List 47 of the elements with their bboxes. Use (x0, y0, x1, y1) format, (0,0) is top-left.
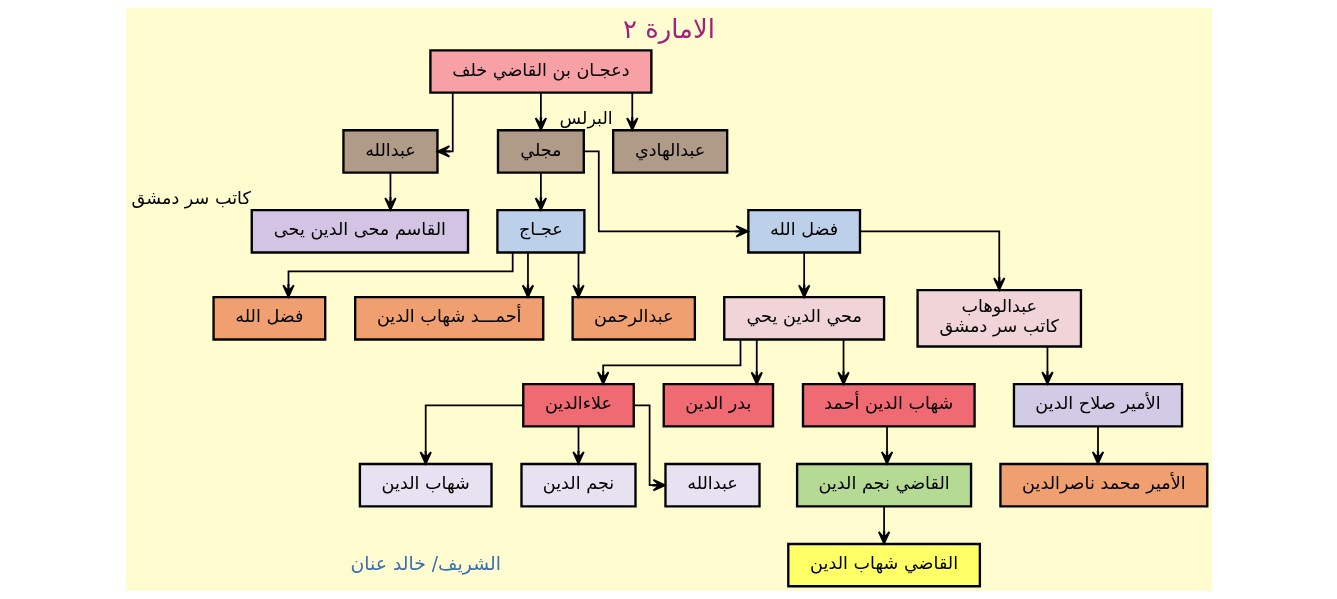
arrow (521, 251, 534, 298)
node-box: شهاب الدين أحمد (801, 382, 976, 428)
node-box: فضل الله (211, 295, 326, 341)
arrow (534, 92, 547, 131)
node-box: القاسم محى الدين يحى (250, 209, 469, 254)
arrow (877, 505, 890, 545)
node-box: بدر الدين (662, 382, 774, 428)
arrow (383, 171, 397, 211)
arrow (880, 425, 893, 465)
arrow (797, 251, 810, 298)
arrow (571, 425, 585, 465)
node-box: عبدالوهاب كاتب سر دمشق (915, 288, 1082, 348)
node-box: مجلي (496, 129, 585, 174)
node-label: البرلس (559, 108, 613, 129)
arrow (1040, 345, 1054, 385)
node-box: دعجـان بن القاضي خلف (428, 49, 653, 94)
node-box: القاضي شهاب الدين (786, 542, 981, 588)
arrow (582, 150, 749, 238)
arrow (750, 338, 763, 385)
arrow (419, 404, 524, 465)
arrow (632, 404, 666, 492)
node-box: محي الدين يحي (722, 295, 885, 341)
node-box: عبدالرحمن (570, 295, 696, 341)
arrow (858, 230, 1005, 291)
arrow (836, 338, 850, 385)
node-box: علاءالدين (521, 382, 635, 428)
arrow (1091, 425, 1104, 465)
node-box: شهاب الدين (358, 462, 493, 508)
arrow (571, 251, 585, 298)
label: الشريف/ خالد عنان (350, 552, 501, 574)
node-box: نجم الدين (519, 462, 637, 508)
node-box: الأمير محمد ناصرالدين (998, 462, 1208, 508)
node-label: كاتب سر دمشق (131, 188, 251, 209)
node-box: أحمـــد شهاب الدين (353, 295, 544, 341)
diagram-title: الامارة ٢ (622, 14, 715, 45)
arrow (534, 171, 547, 211)
arrow (281, 251, 514, 298)
node-box: القاضي نجم الدين (795, 462, 972, 508)
node-box: الأمير صلاح الدين (1012, 382, 1183, 428)
node-box: عبدالله (663, 462, 761, 508)
arrow (436, 92, 454, 158)
arrow (625, 92, 638, 131)
node-box: عبدالهادي (611, 129, 728, 174)
node-box: عجـاج (495, 209, 586, 254)
node-box: فضل الله (746, 209, 861, 254)
arrow (596, 338, 741, 385)
node-box: عبدالله (341, 129, 439, 174)
